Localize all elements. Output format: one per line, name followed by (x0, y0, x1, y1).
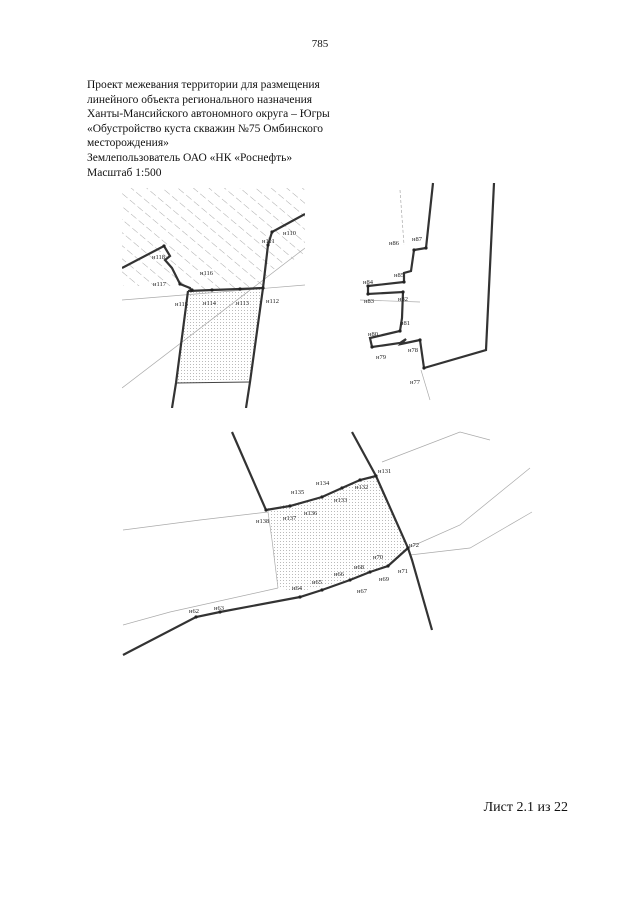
document-header: Проект межевания территории для размещен… (87, 78, 387, 180)
boundary-line (122, 245, 165, 269)
point-label: н79 (376, 354, 386, 361)
point-label: н131 (378, 468, 391, 475)
dotted-plot (268, 476, 408, 592)
header-line: Масштаб 1:500 (87, 166, 162, 179)
point-label: н65 (312, 579, 322, 586)
boundary-line (170, 290, 190, 408)
point-label: н67 (357, 588, 368, 595)
header-line: Проект межевания территории для размещен… (87, 79, 320, 91)
header-line: Землепользователь ОАО «НК «Роснефть» (87, 151, 293, 164)
point-label: н117 (153, 281, 167, 288)
point-label: н77 (410, 379, 421, 386)
thin-line (122, 284, 305, 301)
boundary-line (261, 213, 305, 289)
point-label: н138 (256, 518, 269, 525)
point-label: н82 (398, 296, 408, 303)
point-label: н112 (266, 298, 279, 305)
point-label: н80 (368, 331, 378, 338)
point-label: н87 (412, 236, 423, 243)
point-label: н71 (398, 568, 408, 575)
point-label: н134 (316, 480, 330, 487)
map-fragment-2 (359, 182, 496, 401)
point-label: н64 (292, 585, 303, 592)
boundary-line (175, 381, 251, 384)
point-label: н68 (354, 564, 364, 571)
header-line: «Обустройство куста скважин №75 Омбинско… (87, 122, 324, 135)
point-label: н63 (214, 605, 224, 612)
boundary-line (163, 245, 193, 293)
point-label: н133 (334, 497, 347, 504)
header-line: месторождения» (87, 137, 169, 150)
map-fragment-1 (122, 188, 305, 408)
sheet-number: Лист 2.1 из 22 (483, 800, 568, 815)
point-label: н136 (304, 510, 318, 517)
map-fragment-3 (122, 431, 533, 656)
point-label: н135 (291, 489, 304, 496)
point-label: н85 (394, 272, 404, 279)
point-label: н110 (283, 230, 296, 237)
header-line: линейного объекта регионального назначен… (87, 93, 313, 106)
point-label: н62 (189, 608, 199, 615)
point-label: н66 (334, 571, 345, 578)
point-label: н115 (175, 301, 188, 308)
point-label: н69 (379, 576, 389, 583)
point-label: н114 (203, 300, 217, 307)
boundary-line (187, 286, 264, 293)
dotted-plot (176, 288, 263, 383)
point-label: н132 (355, 484, 368, 491)
thin-line (122, 247, 305, 389)
point-label: н70 (373, 554, 383, 561)
point-label: н81 (400, 320, 410, 327)
point-label: н83 (364, 298, 374, 305)
header-line: Ханты-Мансийского автономного округа – Ю… (87, 108, 330, 121)
point-label: н111 (262, 238, 275, 245)
point-label: н72 (409, 542, 419, 549)
point-label: н118 (152, 254, 165, 261)
point-label: н113 (236, 300, 249, 307)
point-label: н137 (283, 515, 297, 522)
point-label: н86 (389, 240, 400, 247)
point-label: н84 (363, 279, 374, 286)
point-label: н78 (408, 347, 418, 354)
point-label: н116 (200, 270, 214, 277)
boundary-line (366, 182, 496, 370)
hatched-zone (122, 188, 305, 292)
page-number: 785 (311, 38, 329, 50)
boundary-line (244, 287, 265, 408)
